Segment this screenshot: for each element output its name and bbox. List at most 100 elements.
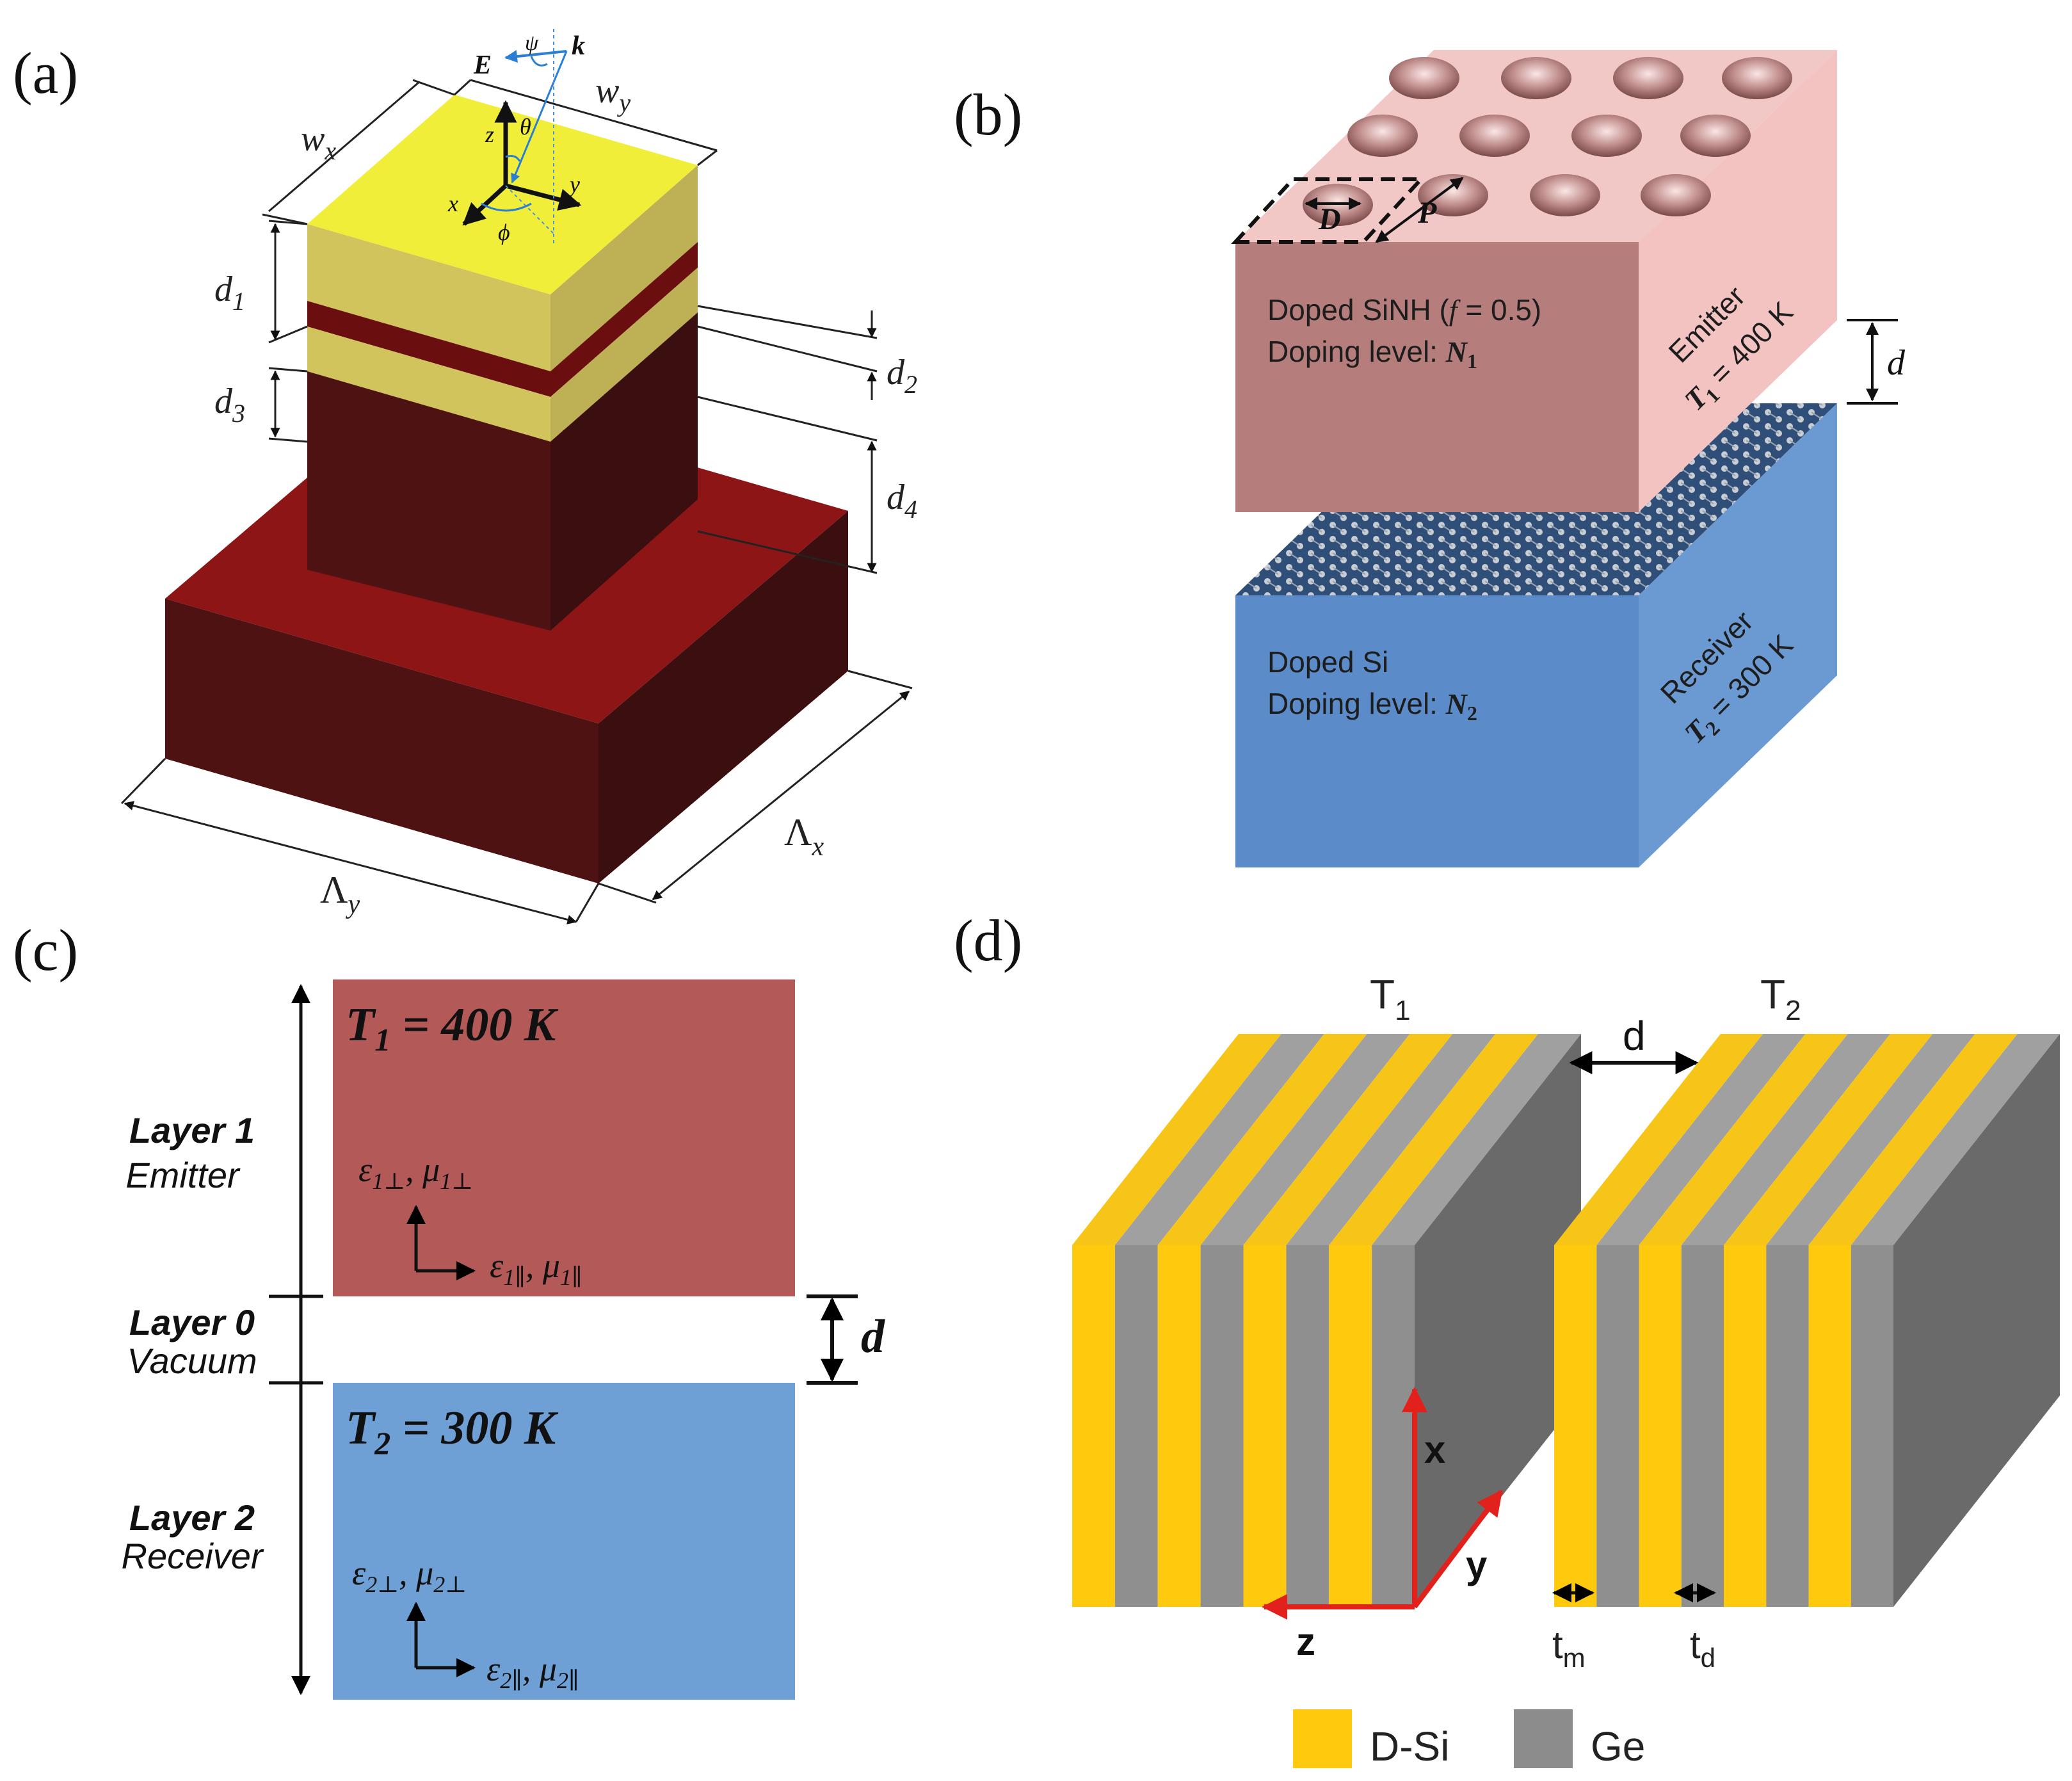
dsi-stripe-top — [1243, 1034, 1453, 1245]
ge-stripe-top — [1681, 1034, 1890, 1245]
layer-d2-side — [550, 242, 698, 397]
lambda-x-label: Λx — [784, 811, 824, 862]
pillar-top-face — [307, 95, 698, 294]
receiver-material-label: Doped Si — [1267, 645, 1388, 679]
x-axis-label: x — [447, 191, 458, 216]
dsi-stripe-front — [1157, 1245, 1201, 1607]
wx-label: wx — [301, 119, 336, 165]
multilayer-stack-2 — [1554, 1034, 2060, 1607]
gap-label-c: d — [861, 1310, 885, 1363]
receiver-doping-label: Doping level: N2 — [1267, 687, 1477, 725]
dsi-stripe-top — [1808, 1034, 2018, 1245]
dsi-stripe-front — [1329, 1245, 1372, 1607]
panel-c-label: (c) — [13, 917, 78, 983]
ge-stripe-top — [1114, 1034, 1324, 1245]
receiver-tensor-axes — [406, 1602, 476, 1677]
dsi-stripe-front — [1243, 1245, 1287, 1607]
layer-d1-front — [307, 224, 550, 371]
panel-b: (b) D P Doped SiNH ( — [954, 50, 1906, 867]
legend-label-ge: Ge — [1591, 1723, 1645, 1769]
gap-label-b: d — [1887, 343, 1906, 383]
layer1-title: Layer 1 — [129, 1110, 255, 1150]
y-axis-label: y — [568, 172, 580, 197]
emitter-material-label: Doped SiNH (f = 0.5) — [1267, 293, 1541, 326]
tm-label: tm — [1552, 1624, 1586, 1673]
ge-stripe-front — [1766, 1245, 1809, 1607]
panel-d-label: (d) — [954, 908, 1022, 973]
d1-d3-dimensions — [268, 220, 308, 443]
emitter-front-face — [1235, 242, 1639, 512]
T2-label-d: T2 — [1760, 971, 1801, 1026]
xyz-axes-d — [1262, 1387, 1504, 1620]
T1-label-d: T1 — [1370, 971, 1411, 1026]
ge-stripe-front — [1286, 1245, 1329, 1607]
ge-stripe-top — [1596, 1034, 1806, 1245]
panel-a-label: (a) — [13, 40, 78, 106]
wy-dimension — [453, 79, 718, 166]
stack-side-face — [1415, 1034, 1581, 1607]
hole — [1571, 115, 1642, 157]
layer1-subtitle: Emitter — [125, 1155, 241, 1195]
z-axis-label: z — [485, 122, 494, 147]
stack-side-face — [1893, 1034, 2060, 1607]
D-label: D — [1318, 202, 1341, 236]
gap-label-d: d — [1623, 1013, 1646, 1059]
d4-label: d4 — [887, 478, 917, 524]
layer-axis — [269, 984, 323, 1695]
emitter-par-params: ε1∥, μ1∥ — [490, 1246, 582, 1290]
panel-b-label: (b) — [954, 82, 1022, 147]
wy-label: wy — [595, 71, 630, 117]
ge-stripe-front — [1200, 1245, 1244, 1607]
layer-d4-front — [307, 371, 550, 631]
hole — [1680, 115, 1751, 157]
ge-stripe-top — [1286, 1034, 1496, 1245]
receiver-front-face — [1235, 595, 1639, 867]
layer-d3-side — [550, 268, 698, 442]
ge-stripe-top — [1766, 1034, 1975, 1245]
dsi-stripe-top — [1639, 1034, 1848, 1245]
layer2-title: Layer 2 — [129, 1497, 255, 1538]
dsi-stripe-front — [1554, 1245, 1597, 1607]
coordinate-axes — [462, 29, 582, 243]
panel-c: (c) T1 = 400 K T2 = 300 K Layer 1 Emitte… — [13, 917, 885, 1700]
hole — [1722, 57, 1792, 99]
receiver-side-face — [1639, 403, 1837, 867]
dsi-stripe-front — [1072, 1245, 1115, 1607]
psi-label: ψ — [525, 31, 539, 55]
layer-d4-side — [550, 312, 698, 631]
ge-stripe-front — [1372, 1245, 1415, 1607]
y-axis-label-d: y — [1466, 1543, 1488, 1586]
ge-stripe-top — [1372, 1034, 1581, 1245]
receiver-layer — [333, 1383, 795, 1700]
multilayer-stack-1 — [1072, 1034, 1581, 1607]
td-label: td — [1690, 1624, 1715, 1673]
lambda-y-label: Λy — [320, 869, 360, 919]
dsi-stripe-top — [1329, 1034, 1539, 1245]
dsi-stripe-front — [1639, 1245, 1682, 1607]
hole — [1613, 57, 1683, 99]
receiver-perp-params: ε2⊥, μ2⊥ — [352, 1554, 467, 1597]
lambda-dimensions — [120, 670, 913, 924]
d2-label: d2 — [887, 353, 917, 399]
ge-stripe-front — [1596, 1245, 1639, 1607]
layer0-subtitle: Vacuum — [127, 1341, 257, 1381]
k-vector-label: k — [572, 31, 585, 61]
d1-label: d1 — [214, 270, 245, 316]
emitter-side-face — [1639, 50, 1837, 512]
ge-stripe-front — [1851, 1245, 1893, 1607]
E-field-label: E — [473, 51, 492, 80]
dsi-stripe-front — [1724, 1245, 1767, 1607]
ge-stripe-front — [1114, 1245, 1158, 1607]
legend-label-dsi: D-Si — [1370, 1723, 1449, 1769]
d3-label: d3 — [214, 382, 245, 428]
receiver-temperature-c: T2 = 300 K — [346, 1402, 559, 1461]
emitter-doping-label: Doping level: N1 — [1267, 335, 1477, 373]
emitter-temperature-c: T1 = 400 K — [346, 999, 559, 1058]
ge-stripe-top — [1851, 1034, 2060, 1245]
legend-swatch-ge — [1514, 1709, 1573, 1768]
ge-stripe-front — [1681, 1245, 1724, 1607]
emitter-layer — [333, 979, 795, 1296]
x-axis-label-d: x — [1424, 1428, 1445, 1471]
gap-dimension-b — [1847, 319, 1898, 405]
